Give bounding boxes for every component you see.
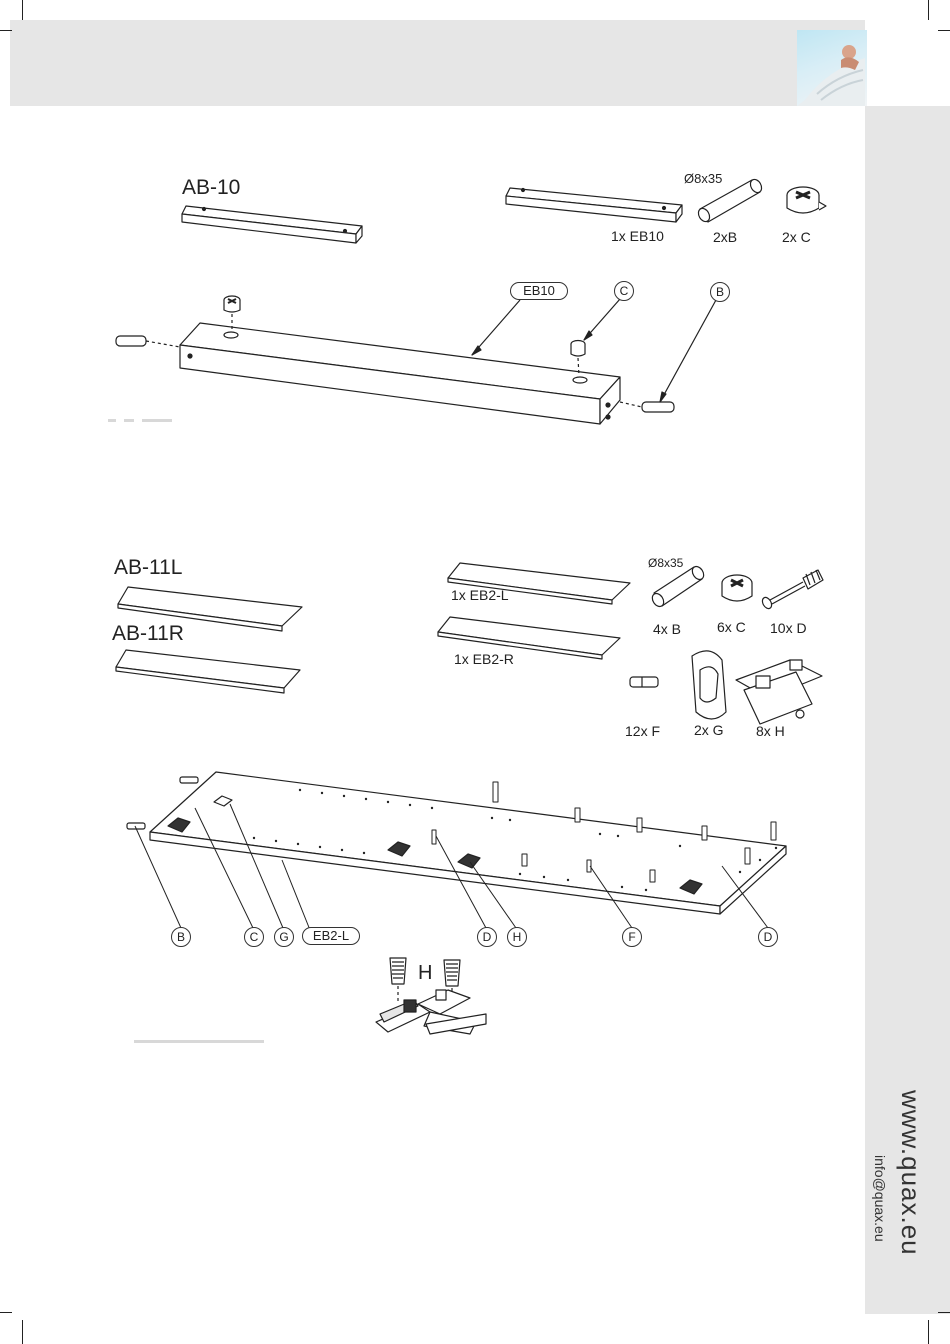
callout-f: F: [622, 927, 642, 947]
step2-title-left: AB-11L: [114, 556, 183, 580]
eb10-part-icon: [506, 188, 682, 222]
detail-h-label: H: [418, 962, 432, 985]
bolt-d-1: [493, 782, 498, 802]
cam-lock-icon-2: [722, 575, 752, 601]
callout-g: G: [274, 927, 294, 947]
part-label-b: 4x B: [653, 621, 681, 637]
dowel-icon-2: [650, 564, 706, 608]
callout-c: C: [614, 281, 634, 301]
callout-eb10: EB10: [510, 282, 568, 300]
callout-d-2: D: [758, 927, 778, 947]
connecting-bolt-icon: [761, 570, 823, 610]
eb10-exploded-view: [180, 323, 620, 424]
part-label-cam: 2x C: [782, 229, 811, 245]
dowel-dimension-2: Ø8x35: [648, 556, 683, 570]
rail-support-icon: [692, 651, 726, 719]
callout-eb2l: EB2-L: [302, 927, 360, 945]
dowel-left: [116, 336, 146, 346]
callout-c: C: [244, 927, 264, 947]
part-label-h: 8x H: [756, 723, 785, 739]
part-label-g: 2x G: [694, 722, 724, 738]
callout-b: B: [171, 927, 191, 947]
callout-d: D: [477, 927, 497, 947]
cam-right: [571, 341, 585, 357]
part-label-dowel: 2xB: [713, 229, 737, 245]
part-label-d: 10x D: [770, 620, 807, 636]
part-label-eb10: 1x EB10: [611, 228, 664, 244]
bracket-hinge-icon: [736, 660, 822, 724]
part-label-f: 12x F: [625, 723, 660, 739]
callout-h: H: [507, 927, 527, 947]
part-label-eb2r: 1x EB2-R: [454, 651, 514, 667]
cam-lock-icon: [787, 187, 826, 213]
part-label-eb2l: 1x EB2-L: [451, 587, 509, 603]
dowel-right: [642, 402, 674, 412]
step1-title: AB-10: [182, 176, 240, 200]
ab10-panel-icon: [182, 206, 362, 243]
part-label-c: 6x C: [717, 619, 746, 635]
cam-left: [224, 296, 240, 312]
dowel-top: [180, 777, 198, 783]
step2-title-right: AB-11R: [112, 622, 184, 646]
shelf-pin-icon: [630, 677, 658, 687]
callout-b: B: [710, 282, 730, 302]
dowel-dimension: Ø8x35: [684, 171, 722, 186]
ab11r-panel-icon: [116, 650, 300, 693]
